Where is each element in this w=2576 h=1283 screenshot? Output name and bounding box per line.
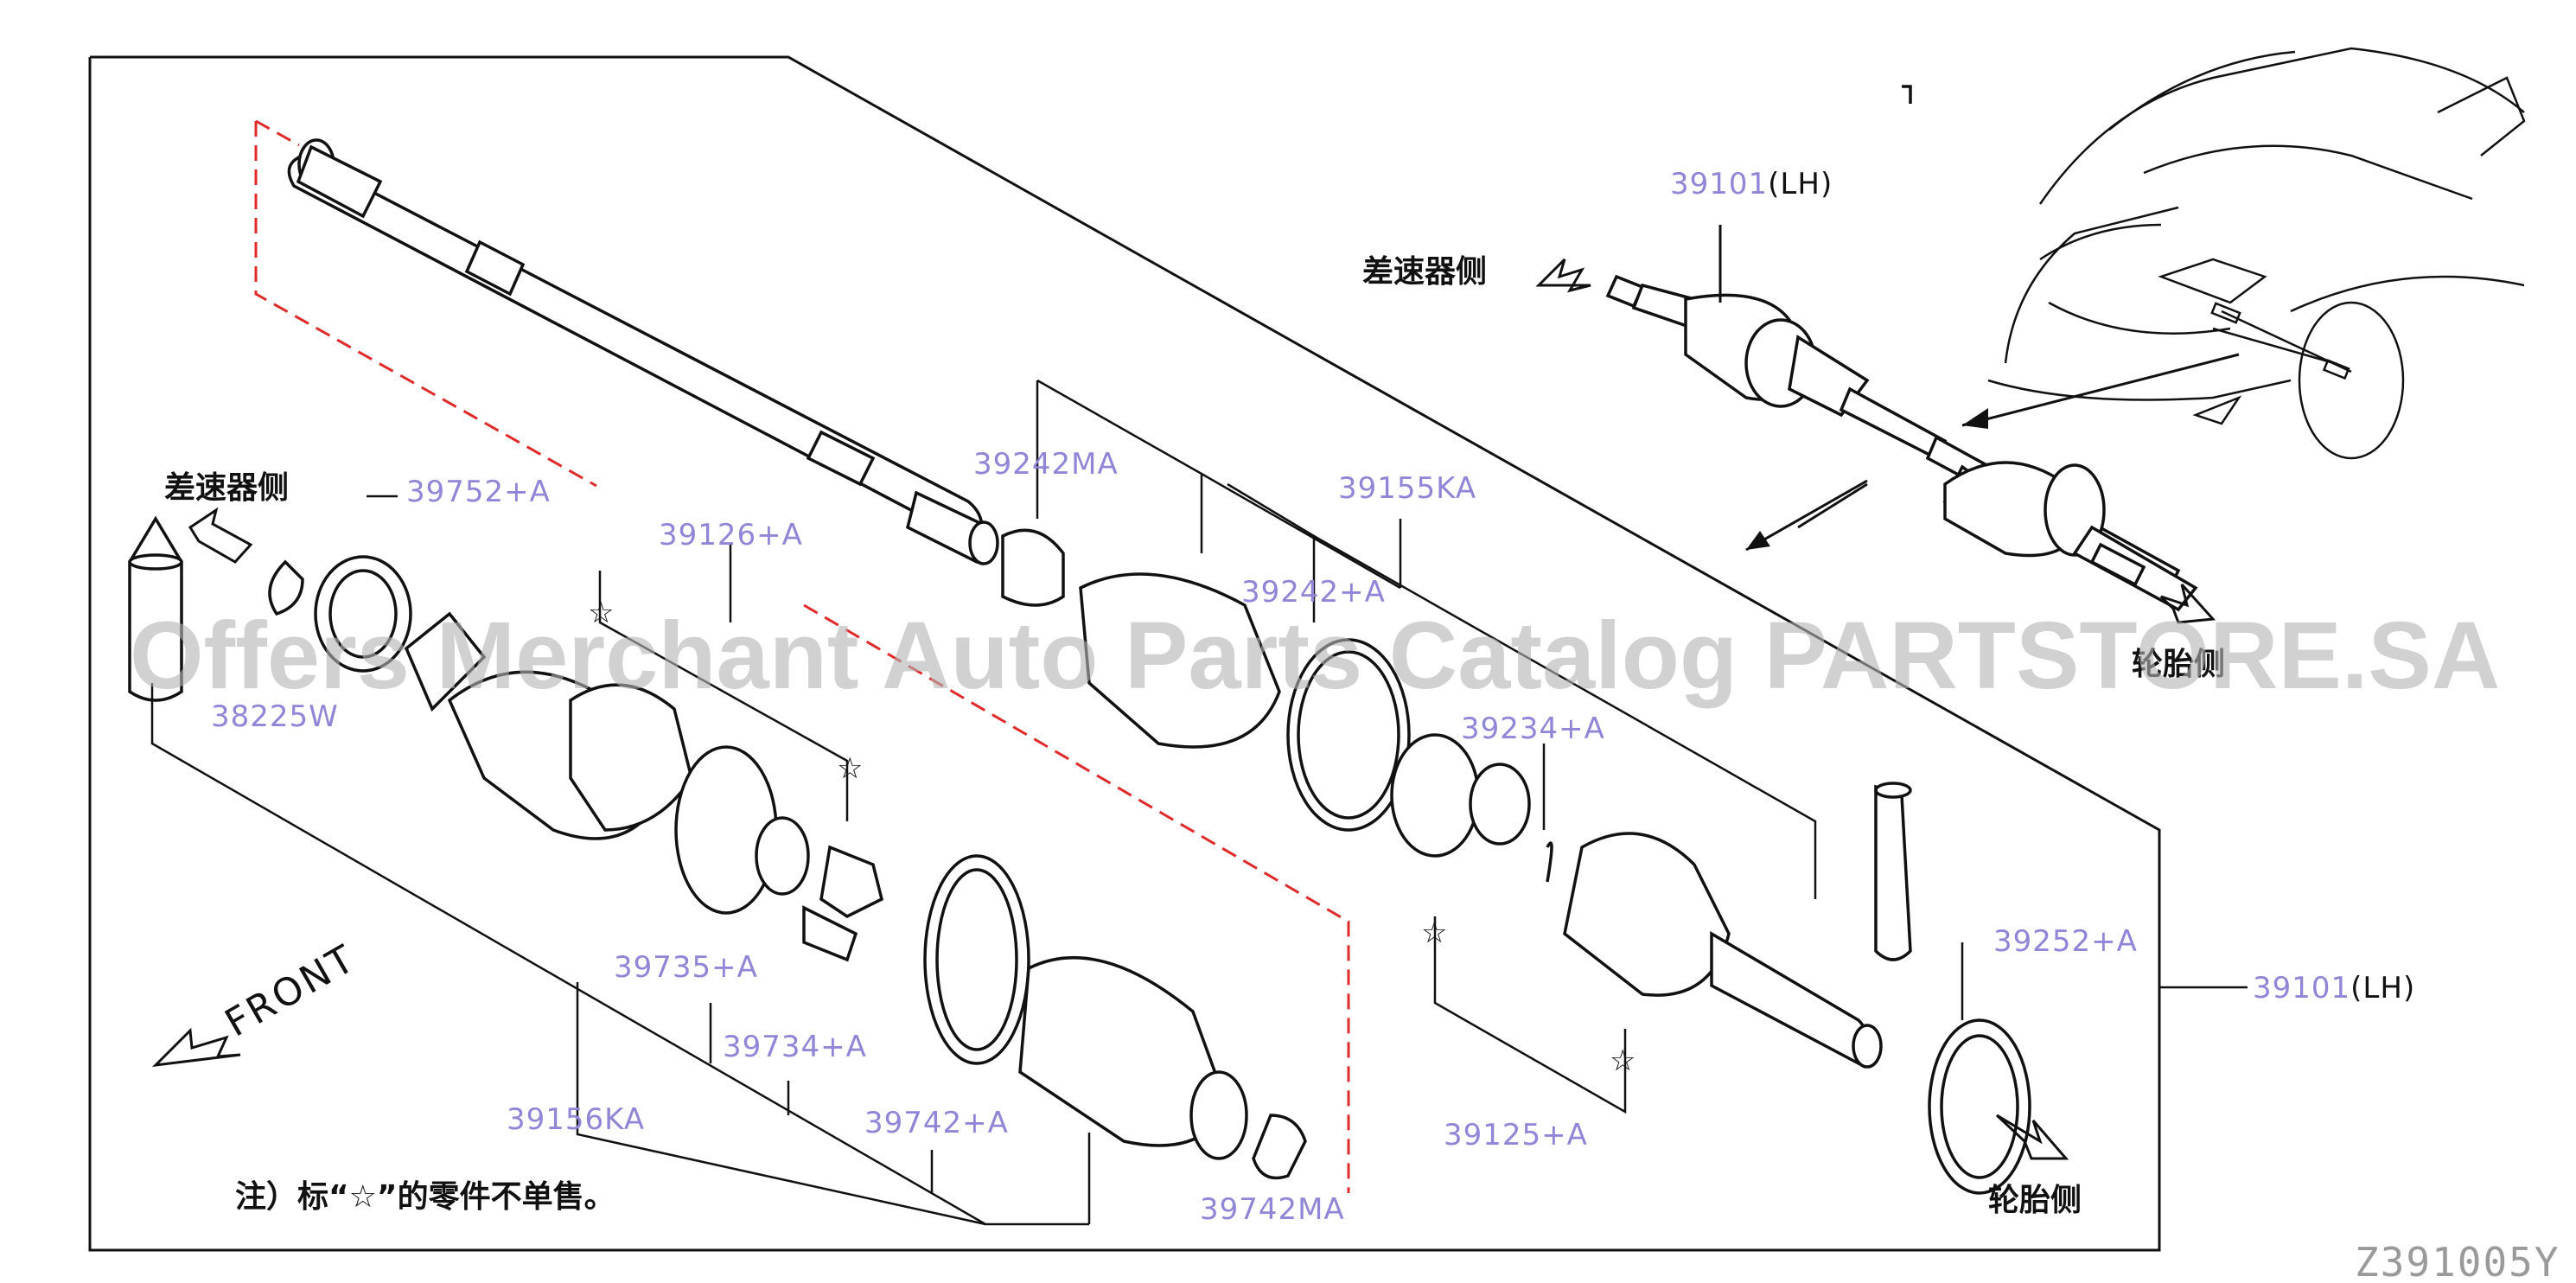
- frame-outline: [88, 55, 2161, 1252]
- label-diff-side-top: 差速器侧: [1362, 254, 1487, 290]
- intermediate-shaft: [287, 138, 999, 565]
- star-marker: ☆: [588, 596, 614, 630]
- part-number-39125A: 39125+A: [1444, 1118, 1588, 1152]
- part-number-39752: 39752+A: [406, 475, 551, 509]
- label-wheel-side-top: 轮胎侧: [2132, 647, 2225, 682]
- outer-joint-group: [1001, 85, 2031, 1195]
- part-number-39234A: 39234+A: [1461, 712, 1605, 746]
- part-number-38225W: 38225W: [211, 699, 339, 734]
- front-indicator: FRONT: [151, 936, 364, 1068]
- star-marker: ☆: [1421, 916, 1447, 950]
- watermark: Offers Merchant Auto Parts Catalog PARTS…: [130, 603, 2500, 709]
- vehicle-inset: [1961, 47, 2526, 460]
- part-number-39156KA: 39156KA: [507, 1102, 645, 1137]
- part-number-39252A: 39252+A: [1993, 924, 2138, 959]
- part-number-39101-right: 39101(LH): [2253, 971, 2415, 1005]
- star-marker: ☆: [837, 751, 863, 786]
- inner-joint-group: [128, 515, 1307, 1180]
- part-number-39734A: 39734+A: [723, 1030, 867, 1064]
- part-number-39242A: 39242+A: [1241, 575, 1386, 610]
- leader-lines: [150, 379, 2248, 1226]
- part-number-39742A: 39742+A: [864, 1106, 1009, 1140]
- front-label: FRONT: [218, 936, 364, 1046]
- part-number-39242MA: 39242MA: [973, 447, 1119, 482]
- part-number-39742MA: 39742MA: [1200, 1192, 1345, 1227]
- star-marker: ☆: [1610, 1044, 1636, 1078]
- part-number-39735A: 39735+A: [614, 950, 758, 985]
- figure-code: Z391005Y: [2355, 1239, 2560, 1283]
- part-number-39126: 39126+A: [659, 518, 803, 552]
- part-number-39155KA: 39155KA: [1338, 471, 1476, 506]
- part-number-39101-top: 39101(LH): [1670, 167, 1833, 201]
- label-wheel-side-bottom: 轮胎侧: [1988, 1183, 2082, 1218]
- label-diff-side-left: 差速器侧: [164, 470, 289, 506]
- note-text: 注）标“☆”的零件不单售。: [235, 1179, 615, 1215]
- assembled-driveshaft: [1605, 225, 2198, 612]
